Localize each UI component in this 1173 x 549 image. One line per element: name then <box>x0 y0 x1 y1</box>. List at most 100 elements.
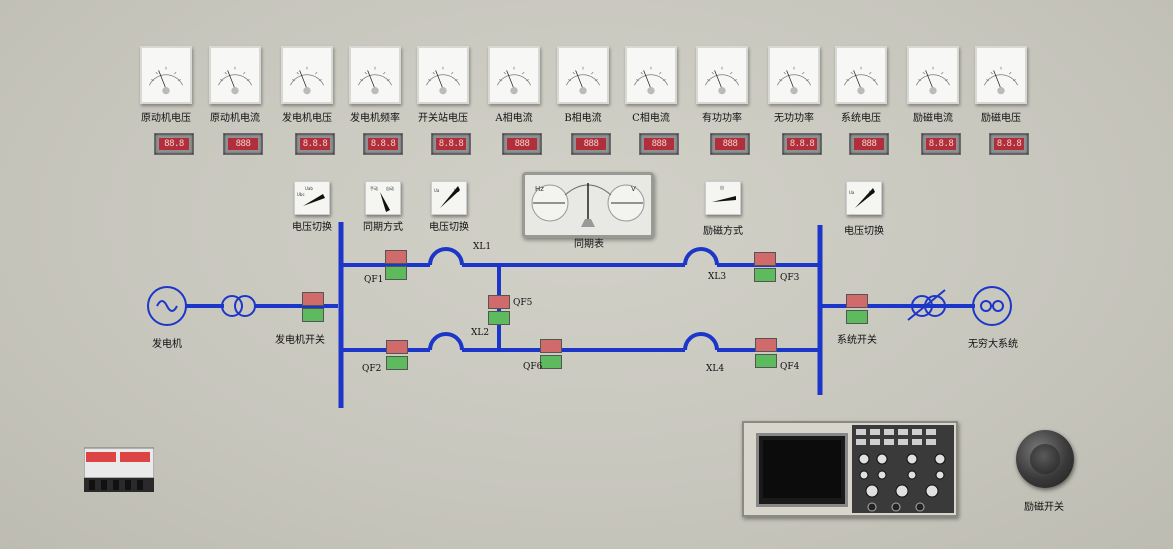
meter-gauge-9 <box>768 46 820 104</box>
qf5-breaker[interactable] <box>488 295 510 327</box>
meter-display-value-4: 8.8.8 <box>436 138 466 150</box>
meter-display-value-10: 888 <box>854 138 884 150</box>
meter-display-2: 8.8.8 <box>295 133 335 155</box>
meter-label-12: 励磁电压 <box>981 113 1021 124</box>
meter-display-value-1: 888 <box>228 138 258 150</box>
qf6-breaker[interactable] <box>540 339 562 371</box>
excitation-switch-label: 励磁开关 <box>1024 502 1064 513</box>
qf4-label: QF4 <box>780 362 800 372</box>
xl4-label: XL4 <box>706 364 725 374</box>
meter-gauge-3 <box>349 46 401 104</box>
xl3-label: XL3 <box>708 272 727 282</box>
synchroscope-label: 同期表 <box>574 239 604 250</box>
meter-gauge-11 <box>907 46 959 104</box>
meter-gauge-2 <box>281 46 333 104</box>
sync-mode-knob[interactable]: 手动自动 <box>365 181 401 215</box>
xl2-label: XL2 <box>471 328 490 338</box>
system-switch-label: 系统开关 <box>837 335 877 346</box>
sync-mode-label: 同期方式 <box>363 222 403 233</box>
meter-display-value-8: 888 <box>715 138 745 150</box>
qf2-label: QF2 <box>362 364 382 374</box>
synchroscope: Hz V <box>522 172 654 238</box>
meter-label-7: C相电流 <box>632 113 670 124</box>
svg-text:Uab: Uab <box>305 186 313 191</box>
meter-display-value-6: 888 <box>576 138 606 150</box>
generator-label: 发电机 <box>152 339 182 350</box>
meter-display-12: 8.8.8 <box>989 133 1029 155</box>
meter-display-0: 88.8 <box>154 133 194 155</box>
voltage-switch-right-knob[interactable]: UaUc <box>846 181 882 215</box>
infinite-system-symbol <box>972 286 1012 326</box>
meter-gauge-10 <box>835 46 887 104</box>
infinite-system-label: 无穷大系统 <box>968 339 1018 350</box>
meter-label-2: 发电机电压 <box>282 113 332 124</box>
meter-label-8: 有功功率 <box>702 113 742 124</box>
voltage-switch-mid-label: 电压切换 <box>429 222 469 233</box>
meter-display-4: 8.8.8 <box>431 133 471 155</box>
meter-gauge-12 <box>975 46 1027 104</box>
qf5-label: QF5 <box>513 298 533 308</box>
xl1-label: XL1 <box>473 242 492 252</box>
synchroscope-v-unit: V <box>631 185 636 193</box>
svg-text:自: 自 <box>720 184 724 190</box>
meter-label-3: 发电机频率 <box>350 113 400 124</box>
meter-display-value-11: 8.8.8 <box>926 138 956 150</box>
svg-text:自动: 自动 <box>386 185 394 191</box>
meter-gauge-7 <box>625 46 677 104</box>
mcb-module[interactable] <box>83 446 155 494</box>
voltage-switch-mid-knob[interactable]: UaUb <box>431 181 467 215</box>
meter-display-6: 888 <box>571 133 611 155</box>
oscilloscope[interactable] <box>742 421 958 517</box>
meter-gauge-6 <box>557 46 609 104</box>
meter-display-3: 8.8.8 <box>363 133 403 155</box>
svg-text:Ua: Ua <box>434 188 440 193</box>
meter-label-9: 无功功率 <box>774 113 814 124</box>
voltage-switch-left-label: 电压切换 <box>292 222 332 233</box>
svg-text:Ua: Ua <box>849 190 855 195</box>
meter-display-value-3: 8.8.8 <box>368 138 398 150</box>
meter-gauge-1 <box>209 46 261 104</box>
generator-switch-breaker[interactable] <box>302 292 324 324</box>
meter-display-value-0: 88.8 <box>159 138 189 150</box>
meter-display-5: 888 <box>502 133 542 155</box>
meter-display-10: 888 <box>849 133 889 155</box>
meter-gauge-5 <box>488 46 540 104</box>
meter-display-11: 8.8.8 <box>921 133 961 155</box>
meter-display-value-2: 8.8.8 <box>300 138 330 150</box>
qf1-breaker[interactable] <box>385 250 407 282</box>
meter-display-value-5: 888 <box>507 138 537 150</box>
generator-switch-label: 发电机开关 <box>275 335 325 346</box>
meter-display-7: 888 <box>639 133 679 155</box>
synchroscope-hz-unit: Hz <box>535 185 544 193</box>
meter-display-value-9: 8.8.8 <box>787 138 817 150</box>
meter-display-value-7: 888 <box>644 138 674 150</box>
meter-gauge-8 <box>696 46 748 104</box>
qf2-breaker[interactable] <box>386 340 408 372</box>
meter-display-9: 8.8.8 <box>782 133 822 155</box>
qf4-breaker[interactable] <box>755 338 777 370</box>
svg-text:Ubc: Ubc <box>297 192 305 197</box>
excitation-mode-knob[interactable]: 自 <box>705 181 741 215</box>
oscilloscope-screen <box>756 433 848 507</box>
meter-label-1: 原动机电流 <box>210 113 260 124</box>
qf3-breaker[interactable] <box>754 252 776 284</box>
system-switch-breaker[interactable] <box>846 294 868 326</box>
meter-display-1: 888 <box>223 133 263 155</box>
meter-label-10: 系统电压 <box>841 113 881 124</box>
meter-display-8: 888 <box>710 133 750 155</box>
generator-symbol <box>147 286 187 326</box>
excitation-switch-knob[interactable] <box>1016 430 1074 488</box>
meter-label-0: 原动机电压 <box>141 113 191 124</box>
meter-gauge-0 <box>140 46 192 104</box>
excitation-mode-label: 励磁方式 <box>703 226 743 237</box>
qf6-label: QF6 <box>523 362 543 372</box>
meter-label-6: B相电流 <box>564 113 602 124</box>
meter-label-11: 励磁电流 <box>913 113 953 124</box>
meter-label-5: A相电流 <box>495 113 533 124</box>
qf3-label: QF3 <box>780 273 800 283</box>
voltage-switch-right-label: 电压切换 <box>844 226 884 237</box>
oscilloscope-controls[interactable] <box>852 425 954 513</box>
qf1-label: QF1 <box>364 275 384 285</box>
